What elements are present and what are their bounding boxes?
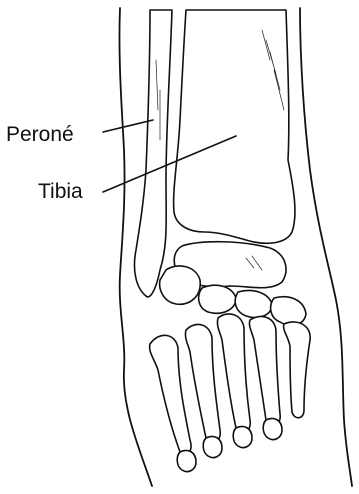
tarsal-bone-1 <box>160 266 201 304</box>
tibia-label: Tibia <box>38 181 83 202</box>
fibula-label: Peroné <box>6 124 74 145</box>
tarsal-bone-2 <box>199 285 236 313</box>
skin-outline-right <box>300 8 352 486</box>
phalanx-1 <box>177 450 196 471</box>
tarsal-bone-3 <box>235 291 272 318</box>
fibula-leader-line <box>103 120 153 132</box>
metatarsal-2 <box>185 324 220 442</box>
metatarsal-4 <box>249 316 280 424</box>
tarsal-bone-4 <box>271 297 306 325</box>
phalanx-3 <box>233 426 252 447</box>
phalanx-2 <box>203 436 222 457</box>
metatarsal-1 <box>150 335 191 454</box>
metatarsal-3 <box>217 314 250 432</box>
tibia-bone <box>174 10 295 243</box>
fibula-bone <box>134 10 172 297</box>
metatarsal-5 <box>284 322 311 418</box>
phalanx-4 <box>263 418 282 439</box>
